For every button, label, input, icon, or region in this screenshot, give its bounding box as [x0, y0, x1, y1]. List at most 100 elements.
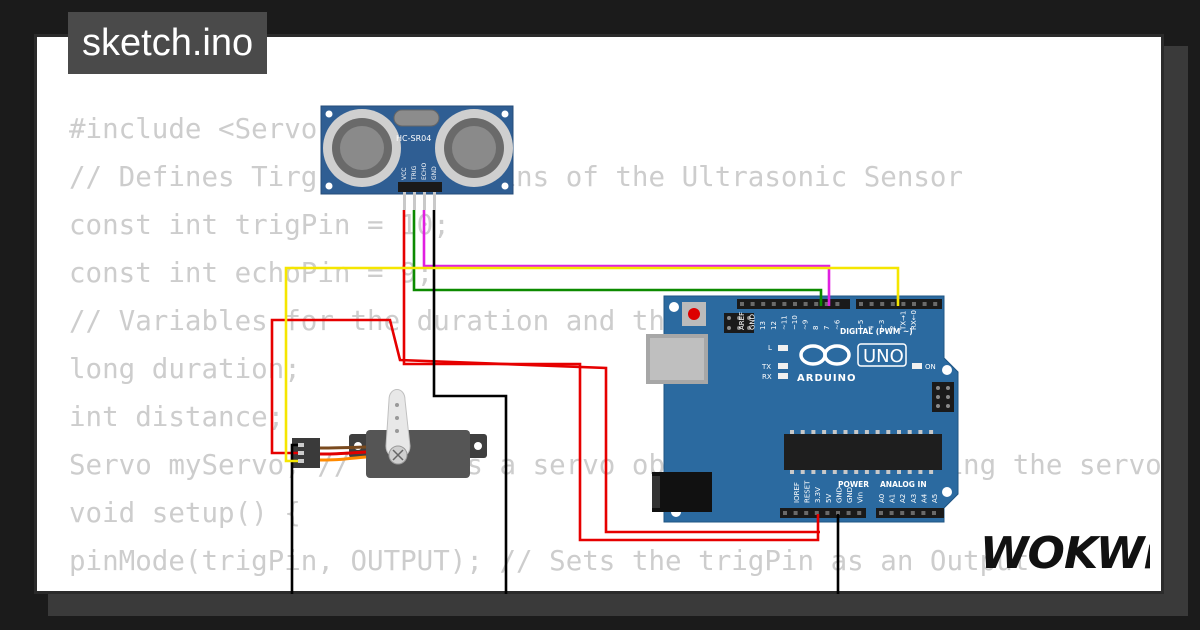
digital-pin-hole[interactable]	[901, 302, 906, 306]
digital-pin-label: 13	[759, 321, 767, 330]
digital-pin-hole[interactable]	[835, 302, 840, 306]
wire-trig-pin10[interactable]	[412, 210, 823, 306]
digital-pin-label: 8	[812, 326, 820, 330]
power-pin-hole[interactable]	[836, 511, 840, 515]
crystal-oscillator	[393, 109, 440, 127]
analog-pin-hole[interactable]	[910, 511, 915, 515]
led-l-label: L	[768, 344, 772, 352]
analog-pin-hole[interactable]	[932, 511, 936, 515]
code-line: const int echoPin = 9;	[69, 257, 434, 289]
wire-vcc-5v[interactable]	[402, 210, 820, 542]
wire-servo-gnd[interactable]	[290, 443, 298, 594]
wire-gnd[interactable]	[432, 210, 508, 594]
digital-pin-label: 2	[889, 326, 897, 330]
sensor-pin-label: GND	[431, 166, 438, 180]
power-label: POWER	[838, 480, 869, 489]
analog-pin-label: A1	[889, 494, 897, 503]
chip-pin	[790, 470, 794, 474]
led-on-label: ON	[925, 363, 936, 371]
chip-pin	[843, 430, 848, 434]
chip-pin	[918, 470, 923, 474]
analog-pin-label: A0	[878, 494, 886, 503]
digital-pin-hole[interactable]	[922, 302, 927, 306]
digital-pin-hole[interactable]	[824, 302, 829, 306]
digital-pin-hole[interactable]	[782, 302, 787, 306]
chip-pin	[854, 430, 859, 434]
digital-pin-hole[interactable]	[859, 302, 863, 306]
code-line: int distance;	[69, 401, 285, 433]
wire-echo-pin9[interactable]	[422, 210, 831, 306]
code-line: Servo myServo; // Creates a servo object…	[69, 449, 1164, 481]
chip-pin	[875, 430, 880, 434]
wokwi-logo: WOKWi	[980, 528, 1150, 579]
led-on	[912, 363, 922, 369]
digital-pin-hole[interactable]	[814, 302, 819, 306]
analog-header	[876, 508, 944, 518]
analog-pin-hole[interactable]	[921, 511, 926, 515]
chip-pin	[864, 430, 869, 434]
chip-pin	[864, 470, 869, 474]
chip-pin	[929, 470, 934, 474]
file-tab-title: sketch.ino	[68, 12, 268, 74]
digital-pin-label: RX←0	[910, 310, 918, 330]
power-pin-label: 3.3V	[814, 487, 822, 503]
servo-motor[interactable]	[292, 389, 487, 479]
digital-pin-label: 4	[868, 325, 876, 330]
led-tx-label: TX	[761, 363, 771, 371]
digital-pin-hole[interactable]	[869, 302, 874, 306]
digital-pin-label: 12	[770, 321, 778, 330]
chip-pin	[811, 430, 816, 434]
power-pin-hole[interactable]	[857, 511, 862, 515]
power-pin-hole[interactable]	[825, 511, 830, 515]
analog-label: ANALOG IN	[880, 480, 927, 489]
power-pin-hole[interactable]	[793, 511, 798, 515]
digital-pin-hole[interactable]	[750, 302, 755, 306]
power-pin-hole[interactable]	[783, 511, 787, 515]
wire-servo-vcc[interactable]	[270, 318, 820, 534]
power-header	[780, 508, 866, 518]
wokwi-logo-text: WOKWi	[980, 528, 1150, 579]
chip-pin	[822, 470, 827, 474]
digital-pin-label: 7	[823, 326, 831, 330]
digital-pin-label: ~5	[857, 320, 865, 330]
digital-pin-hole[interactable]	[793, 302, 797, 306]
chip-pin	[897, 470, 901, 474]
chip-pin	[886, 430, 891, 434]
analog-pin-hole[interactable]	[879, 511, 883, 515]
chip-pin	[843, 470, 848, 474]
power-pin-label: RESET	[804, 480, 812, 503]
sensor-pin-label: ECHO	[421, 163, 428, 180]
digital-pin-hole[interactable]	[890, 302, 895, 306]
digital-label: DIGITAL (PWM ~)	[840, 327, 913, 336]
digital-pin-label: AREF	[738, 312, 746, 330]
code-line: void setup() {	[69, 497, 301, 529]
code-line: const int trigPin = 10;	[69, 209, 450, 241]
power-pin-hole[interactable]	[804, 511, 809, 515]
wire-servo-signal-pin3[interactable]	[284, 266, 900, 463]
digital-pin-hole[interactable]	[771, 302, 776, 306]
digital-pin-label: ~3	[878, 320, 886, 330]
digital-pin-label: GND	[749, 314, 757, 330]
digital-pin-hole[interactable]	[933, 302, 938, 306]
analog-pin-hole[interactable]	[889, 511, 894, 515]
chip-pin	[907, 470, 912, 474]
digital-pin-hole[interactable]	[761, 302, 766, 306]
analog-pin-label: A2	[899, 494, 907, 503]
analog-pin-hole[interactable]	[900, 511, 905, 515]
digital-pin-hole[interactable]	[803, 302, 808, 306]
digital-pin-hole[interactable]	[912, 302, 916, 306]
board-brand: ARDUINO	[797, 373, 856, 384]
power-pin-label: GND	[846, 487, 854, 503]
power-pin-hole[interactable]	[846, 511, 851, 515]
digital-pin-hole[interactable]	[740, 302, 744, 306]
chip-pin	[854, 470, 859, 474]
led-tx	[778, 363, 788, 369]
power-pin-label: 5V	[825, 494, 833, 503]
analog-pin-label: A3	[910, 494, 918, 503]
digital-pin-hole[interactable]	[880, 302, 885, 306]
digital-pin-label: ~6	[833, 319, 841, 330]
power-pin-hole[interactable]	[814, 511, 819, 515]
chip-pin	[832, 470, 837, 474]
